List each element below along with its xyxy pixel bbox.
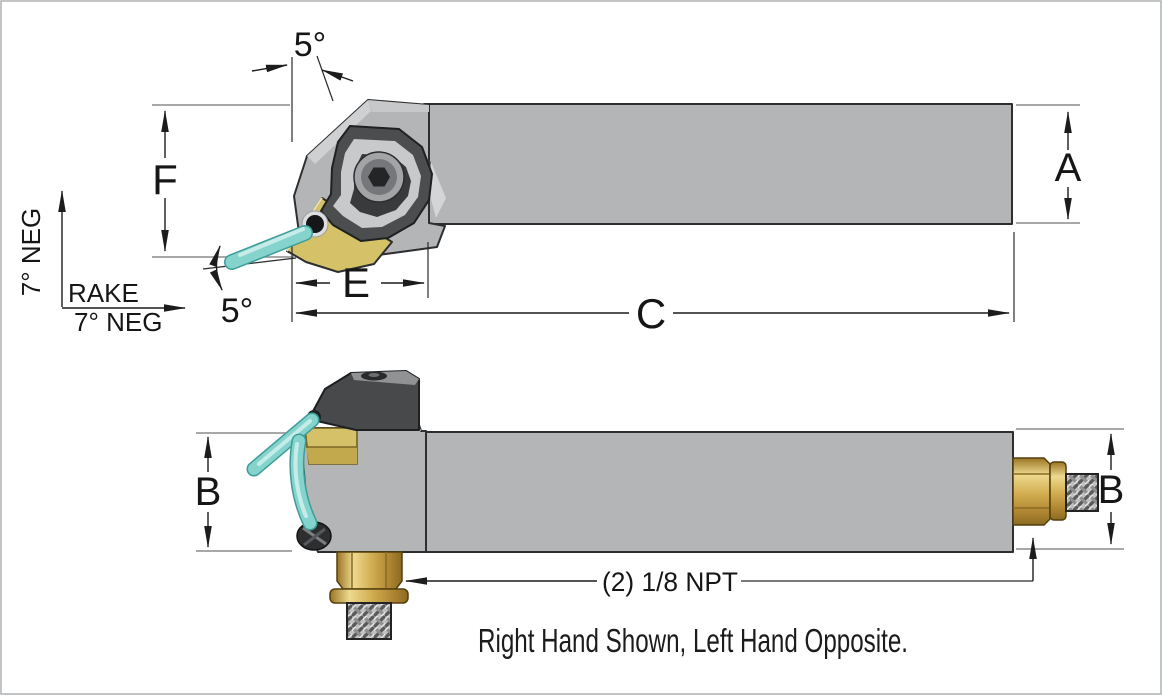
head-facet-top-left <box>307 100 371 164</box>
coolant-fitting-bottom-flange <box>329 588 409 604</box>
dim-C-label: C <box>636 290 666 337</box>
coolant-fitting-right-facets <box>1013 473 1049 509</box>
rake-vertical-value-label: 7° NEG <box>16 208 46 296</box>
rake-horizontal-value-label: 7° NEG <box>74 307 162 337</box>
dim-A-label: A <box>1055 146 1082 190</box>
coolant-stream-side-1-highlight <box>257 419 312 466</box>
shank-side-view <box>425 431 1014 553</box>
npt-callout: (2) 1/8 NPT <box>405 537 1037 597</box>
npt-label: (2) 1/8 NPT <box>602 567 738 597</box>
coolant-stream-side-2-highlight <box>293 442 308 518</box>
dim-5deg-side-label: 5° <box>221 292 254 330</box>
rake-label: RAKE <box>68 278 139 308</box>
caption: Right Hand Shown, Left Hand Opposite. <box>478 622 908 659</box>
coolant-fitting-right-flange <box>1049 461 1067 521</box>
dimensions-top-view: 5° F 5° E C A <box>152 26 1082 337</box>
rake-axes: 7° NEG RAKE 7° NEG <box>16 190 186 337</box>
top-view <box>286 99 1013 273</box>
clamp-screw-top-socket <box>368 373 380 377</box>
dim-E-label: E <box>342 259 370 306</box>
coolant-hose-right <box>1065 473 1099 512</box>
coolant-hose-bottom <box>346 602 392 640</box>
coolant-stream-top <box>225 226 312 269</box>
shank-top-view <box>423 103 1013 225</box>
dim-5deg-arc <box>209 245 223 291</box>
dim-5deg-top-label: 5° <box>294 26 327 64</box>
set-screw-slot-2 <box>303 527 326 547</box>
head-facet-top-right <box>368 100 429 112</box>
coolant-fitting-bottom-facets <box>351 552 387 588</box>
hex-socket-icon <box>368 167 390 187</box>
dim-B-right-label: B <box>1098 468 1125 512</box>
dim-5deg-arrow-right <box>321 69 354 82</box>
dim-F-label: F <box>152 156 178 203</box>
insert-side-lower-band <box>306 447 357 464</box>
coolant-fitting-right-hex <box>1012 457 1051 526</box>
dim-5deg-arrow-left <box>251 64 288 73</box>
dimensions-side-view: B B <box>195 428 1125 552</box>
coolant-stream-top-highlight <box>238 227 305 257</box>
side-view <box>246 370 1099 640</box>
coolant-fitting-bottom-hex <box>336 551 403 590</box>
dim-B-left-label: B <box>195 470 222 514</box>
